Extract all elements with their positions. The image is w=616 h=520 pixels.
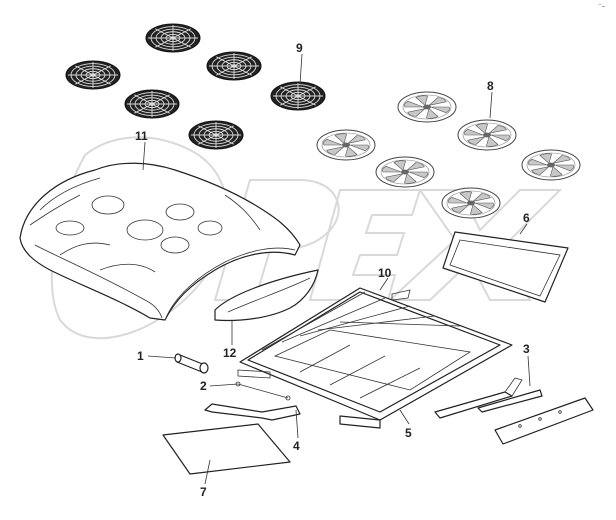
label-9: 9: [296, 41, 303, 55]
label-5: 5: [405, 426, 412, 440]
label-8: 8: [487, 79, 494, 93]
label-1: 1: [137, 349, 144, 363]
fan-5: [521, 149, 581, 181]
label-12: 12: [223, 346, 237, 360]
grille-1: [145, 23, 201, 53]
corner-mark: ⁻–: [598, 2, 606, 10]
seat-frame: [237, 287, 513, 429]
cylinder-part: [174, 353, 209, 374]
strip-part: [494, 397, 594, 445]
grille-6: [188, 120, 244, 150]
grille-5: [270, 81, 326, 111]
seat-cushion-cover: [19, 162, 301, 321]
lever-part: [434, 377, 543, 419]
fan-3: [457, 119, 517, 151]
label-6: 6: [523, 211, 530, 225]
grille-2: [65, 60, 121, 90]
grille-3: [206, 51, 262, 81]
bent-wire-part: [204, 403, 301, 421]
foam-insert: [214, 269, 319, 322]
label-2: 2: [200, 379, 207, 393]
grille-4: [124, 89, 180, 119]
label-4: 4: [293, 439, 300, 453]
pad-item-6: [442, 231, 569, 303]
grille-item-9-group: [65, 23, 326, 150]
label-10: 10: [378, 266, 392, 280]
label-3: 3: [523, 342, 530, 356]
leader-lines: [142, 53, 531, 485]
fan-item-8-group: [316, 91, 581, 219]
label-7: 7: [200, 485, 207, 499]
flat-panel-part: [162, 423, 291, 475]
fan-1: [397, 91, 457, 123]
fan-2: [316, 129, 376, 161]
fan-6: [441, 187, 501, 219]
callout-labels: 9 8 11 6 10 1 12 3 2 4 5 7: [135, 41, 530, 499]
rod-part: [235, 381, 291, 401]
label-11: 11: [135, 129, 148, 143]
fan-4: [375, 156, 435, 188]
